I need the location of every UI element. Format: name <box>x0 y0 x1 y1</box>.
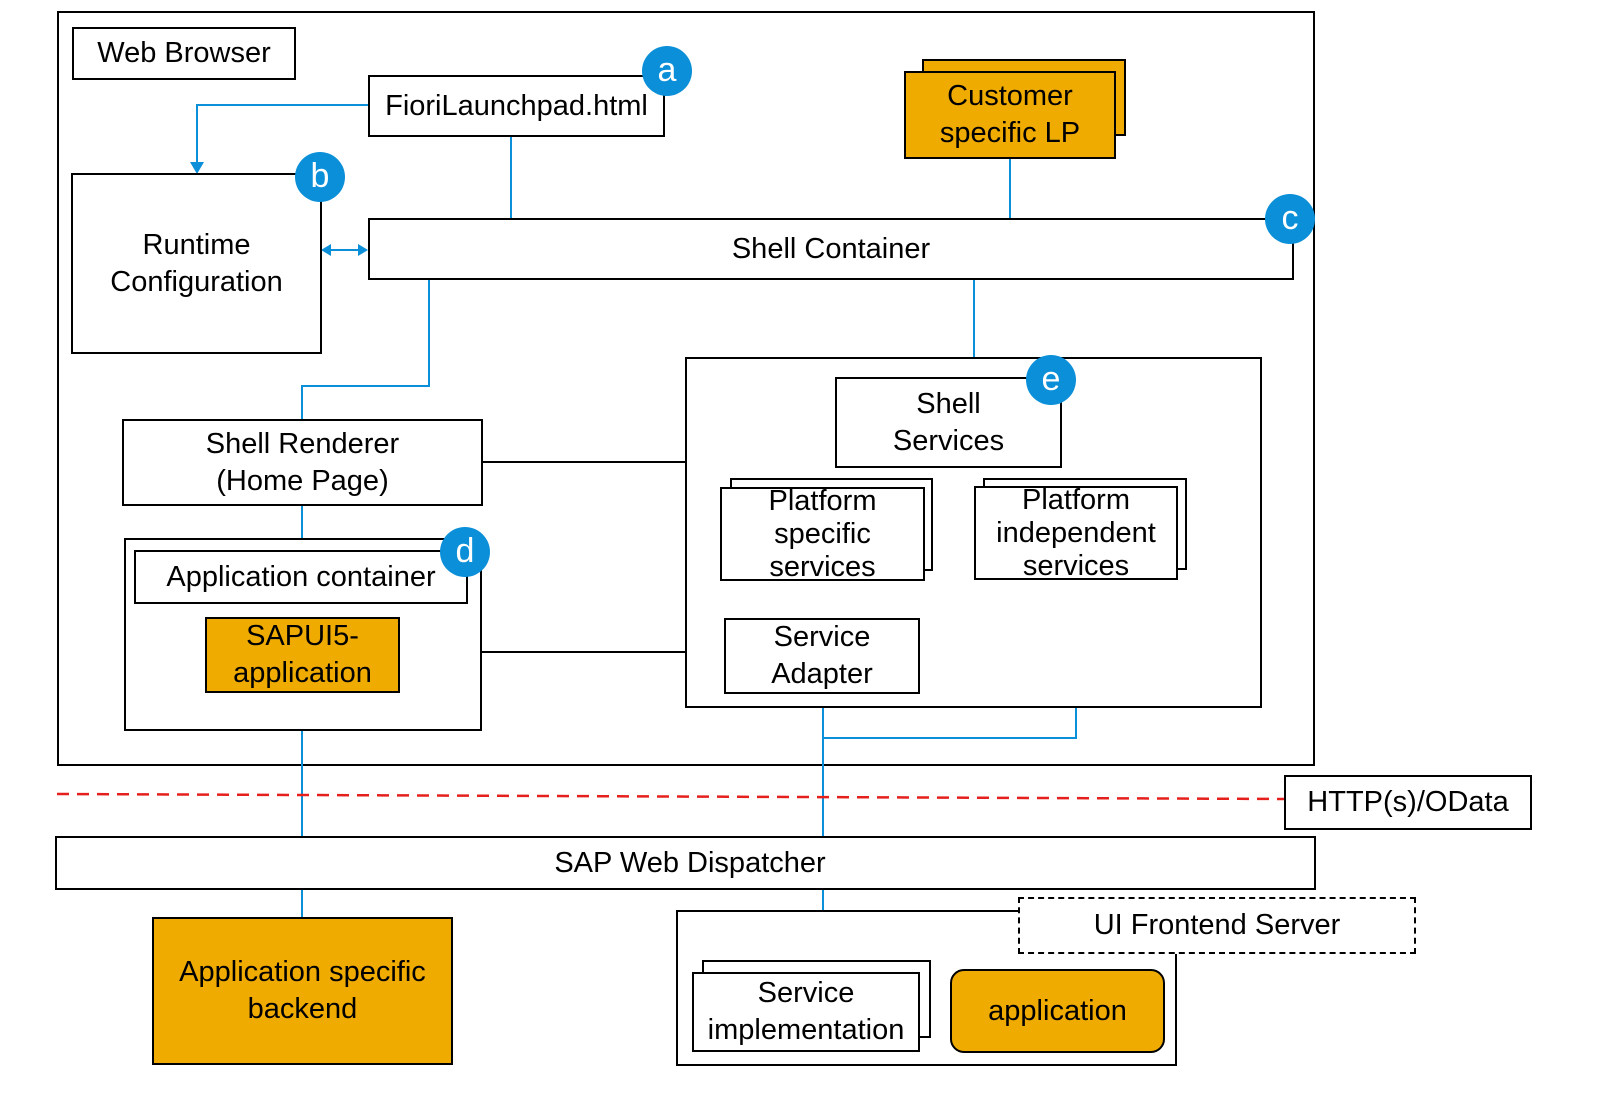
app-backend-box: Application specific backend <box>152 917 453 1065</box>
badge-e: e <box>1026 355 1076 405</box>
bidir-left-arrowhead <box>321 244 331 256</box>
launchpad-to-runtime-connector <box>196 104 370 165</box>
web-browser-title-text: Web Browser <box>97 37 271 69</box>
launchpad-html-label: FioriLaunchpad.html <box>385 89 648 122</box>
badge-d: d <box>440 527 490 577</box>
customer-lp-line2: specific LP <box>939 117 1081 149</box>
shell-to-renderer-connector <box>301 280 430 421</box>
frontend-app-box: application <box>950 969 1165 1053</box>
customer-lp-line1: Customer <box>947 80 1073 112</box>
badge-b: b <box>295 152 345 202</box>
runtime-arrowhead <box>190 162 204 174</box>
ui-frontend-label: UI Frontend Server <box>1093 909 1341 941</box>
service-adapter-line2: Adapter <box>771 658 873 690</box>
protocol-boundary-line <box>56 792 1286 801</box>
runtime-config-line2: Configuration <box>110 265 283 298</box>
sapui5-app-line1: SAPUI5- <box>246 620 359 652</box>
service-adapter-box: Service Adapter <box>724 618 920 694</box>
shell-renderer-line2: (Home Page) <box>216 464 389 497</box>
ui-frontend-label-box: UI Frontend Server <box>1018 897 1416 954</box>
badge-c: c <box>1265 194 1315 244</box>
sapui5-app-line2: application <box>233 657 372 689</box>
shell-services-box: Shell Services <box>835 377 1062 468</box>
shell-container-label: Shell Container <box>731 232 931 265</box>
service-impl-line2: implementation <box>707 1014 905 1046</box>
platform-independent-box: Platform independent services <box>974 483 1178 582</box>
platform-specific-line3: services <box>769 550 876 583</box>
service-impl-box: Service implementation <box>692 972 920 1052</box>
web-dispatcher-box <box>55 836 1316 890</box>
app-container-label: Application container <box>166 560 436 593</box>
badge-a: a <box>642 46 692 96</box>
bidir-right-arrowhead <box>358 244 368 256</box>
service-impl-line1: Service <box>757 977 855 1009</box>
web-dispatcher-label: SAP Web Dispatcher <box>554 847 826 879</box>
runtime-config-line1: Runtime <box>142 228 251 261</box>
platform-independent-line1: Platform <box>1022 483 1130 516</box>
customer-lp-box: Customer specific LP <box>904 71 1116 159</box>
platform-independent-line3: services <box>1022 549 1130 582</box>
shell-container-box: Shell Container <box>368 218 1294 280</box>
protocol-box: HTTP(s)/OData <box>1284 775 1532 830</box>
runtime-config-box: Runtime Configuration <box>71 173 322 354</box>
shell-services-line2: Services <box>892 424 1005 457</box>
app-backend-line2: backend <box>247 993 358 1025</box>
platform-specific-box: Platform specific services <box>720 484 925 583</box>
app-backend-line1: Application specific <box>179 956 426 988</box>
app-container-box: Application container <box>134 550 468 604</box>
launchpad-html-box: FioriLaunchpad.html <box>368 75 665 137</box>
web-browser-title: Web Browser <box>72 27 296 80</box>
sapui5-app-box: SAPUI5- application <box>205 617 400 693</box>
frontend-app-label: application <box>988 994 1127 1027</box>
platform-specific-line1: Platform <box>768 484 877 517</box>
platform-specific-line2: specific <box>774 517 871 550</box>
service-adapter-line1: Service <box>773 621 871 653</box>
shell-renderer-box: Shell Renderer (Home Page) <box>122 419 483 506</box>
shell-renderer-line1: Shell Renderer <box>205 427 400 460</box>
platform-independent-line2: independent <box>996 516 1156 549</box>
protocol-label: HTTP(s)/OData <box>1307 786 1509 818</box>
shell-services-line1: Shell <box>916 387 981 420</box>
